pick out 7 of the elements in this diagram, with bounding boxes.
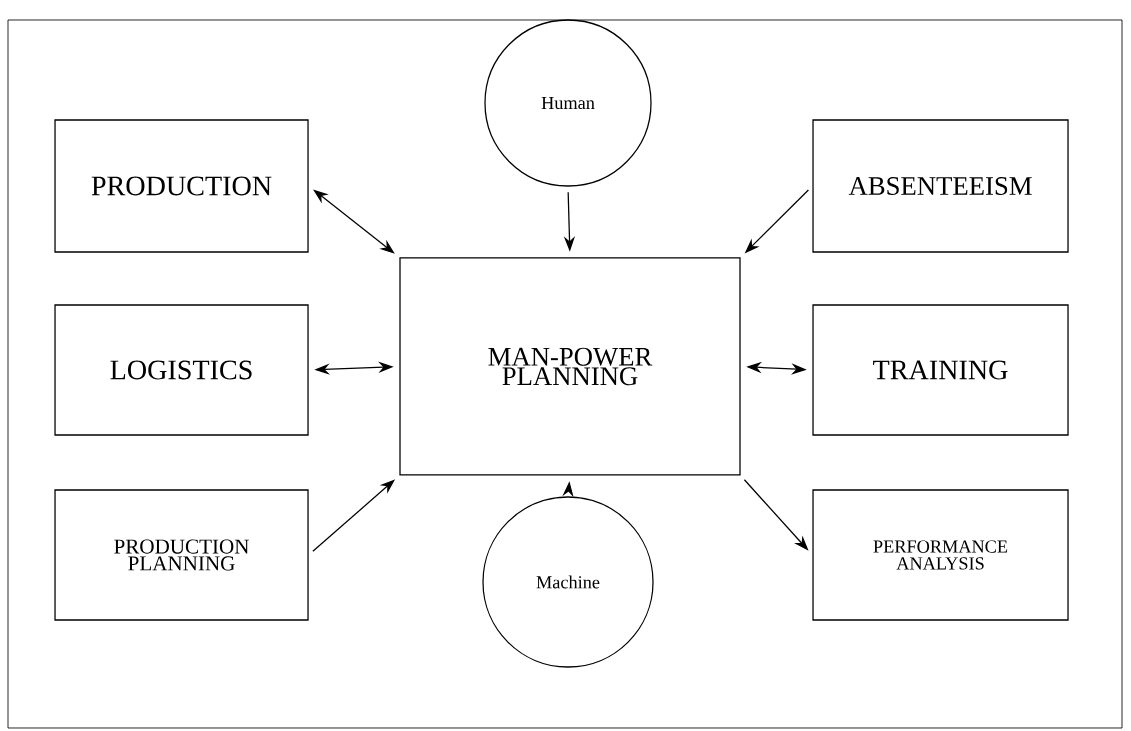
- process-box: TRAINING: [812, 304, 1069, 436]
- process-box: PRODUCTION: [54, 119, 309, 253]
- process-box: MAN-POWER PLANNING: [399, 257, 741, 476]
- process-box: PRODUCTION PLANNING: [54, 489, 309, 621]
- process-box: LOGISTICS: [54, 304, 309, 436]
- process-box: PERFORMANCE ANALYSIS: [812, 489, 1069, 621]
- process-box: ABSENTEEISM: [812, 119, 1069, 253]
